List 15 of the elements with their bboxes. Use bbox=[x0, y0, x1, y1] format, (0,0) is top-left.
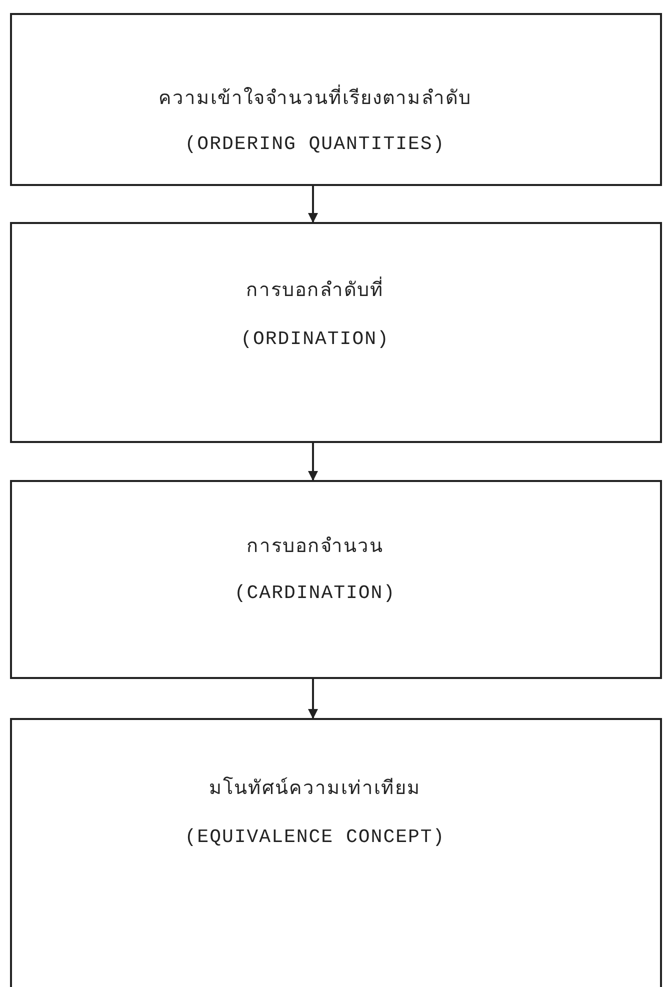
english-label: (ORDERING QUANTITIES) bbox=[184, 133, 446, 155]
thai-label: การบอกลำดับที่ bbox=[12, 274, 618, 304]
process-box bbox=[10, 13, 662, 186]
thai-label: การบอกจำนวน bbox=[246, 535, 384, 560]
thai-label: ความเข้าใจจำนวนที่เรียงตามลำดับ bbox=[12, 82, 618, 112]
arrow bbox=[308, 679, 318, 719]
thai-label: มโนทัศน์ความเท่าเทียม bbox=[208, 776, 422, 802]
english-label: (EQUIVALENCE CONCEPT) bbox=[184, 826, 446, 848]
process-box bbox=[10, 718, 662, 987]
process-box bbox=[10, 222, 662, 443]
arrow bbox=[308, 186, 318, 223]
process-box bbox=[10, 480, 662, 679]
english-label: (ORDINATION) bbox=[240, 328, 390, 350]
english-label: (CARDINATION) bbox=[233, 582, 397, 604]
arrow bbox=[308, 443, 318, 481]
